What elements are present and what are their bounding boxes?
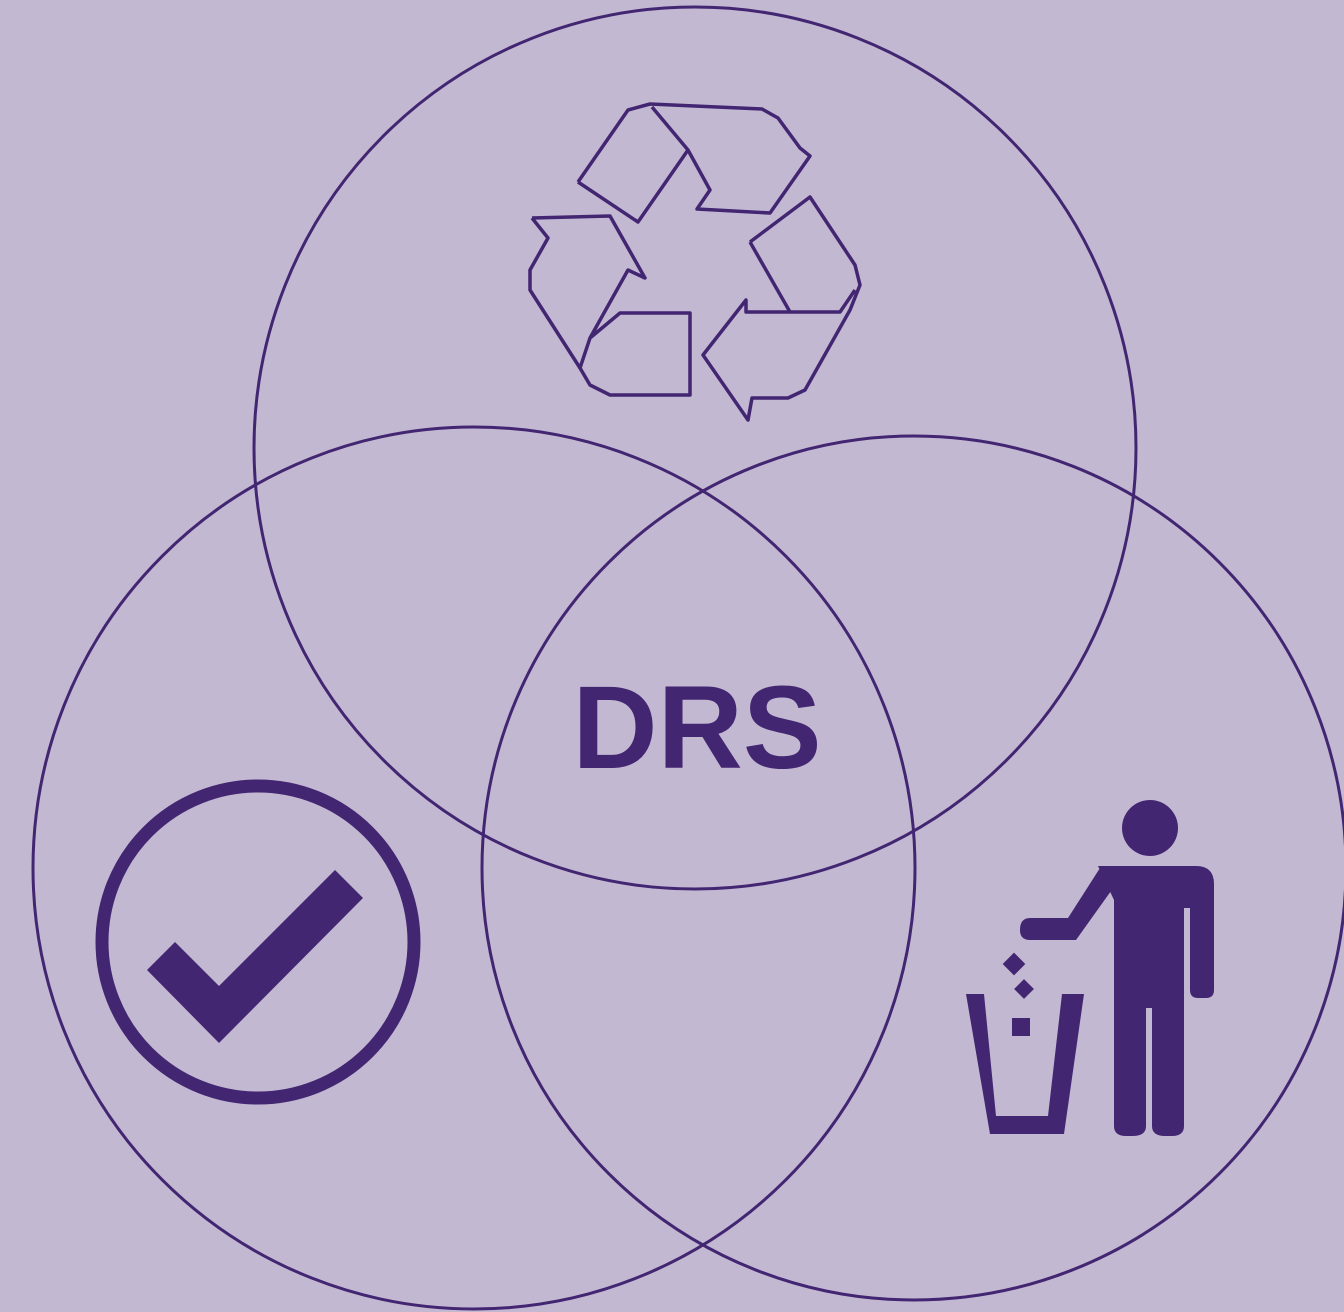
debris-icon bbox=[1002, 952, 1026, 976]
venn-circle-right bbox=[480, 434, 1344, 1302]
person-disposing-trash-icon bbox=[966, 800, 1214, 1136]
venn-circle-left bbox=[31, 425, 917, 1311]
debris-icon bbox=[1014, 979, 1034, 999]
checkmark-circle-icon bbox=[95, 779, 421, 1105]
recycle-icon bbox=[528, 102, 862, 422]
trash-bin-icon bbox=[966, 994, 1084, 1134]
person-head-icon bbox=[1122, 800, 1178, 856]
venn-circle-top bbox=[252, 5, 1138, 891]
debris-icon bbox=[1012, 1018, 1030, 1036]
checkmark-icon bbox=[147, 870, 363, 1043]
center-label: DRS bbox=[572, 662, 821, 794]
